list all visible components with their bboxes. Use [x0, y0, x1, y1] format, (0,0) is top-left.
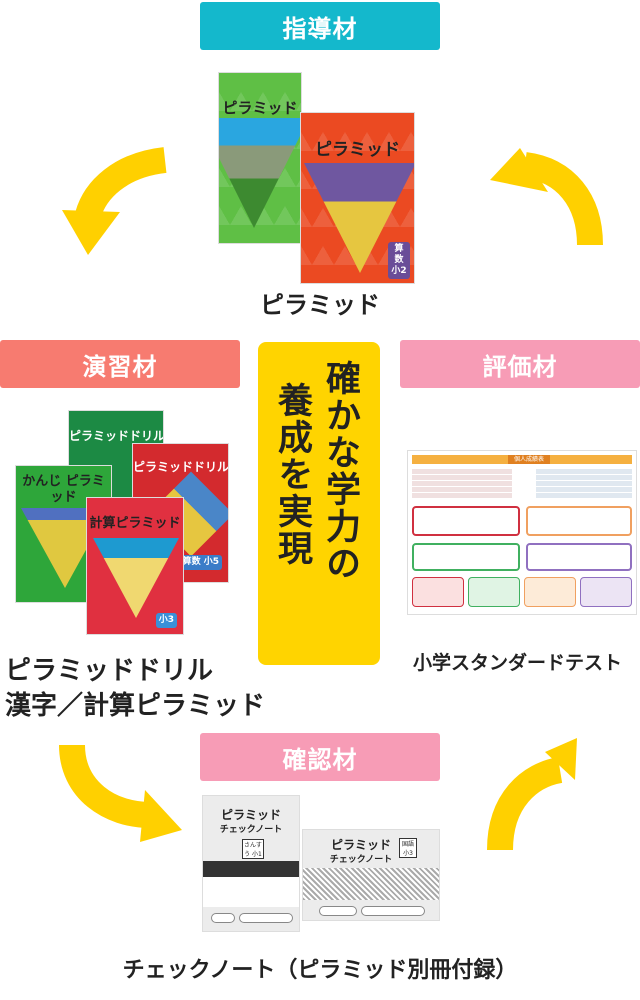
test-header: 個人成績表 — [508, 455, 550, 464]
cover-title: ピラミッドドリル — [133, 460, 229, 474]
keisan-pyramid-cover: 計算ピラミッド 小3 — [86, 497, 184, 635]
caption-check-note: チェックノート（ピラミッド別冊付録） — [122, 958, 518, 983]
label-instruction: 指導材 — [200, 2, 440, 50]
cover-subtitle: チェックノート — [219, 825, 283, 835]
cover-subtitle: チェックノート — [329, 855, 393, 865]
caption-pyramid: ピラミッド — [260, 291, 380, 319]
arrow-bottom-left-icon — [59, 744, 151, 828]
caption-drill-line1: ピラミッドドリル — [5, 656, 214, 686]
grade-badge: 国語 小3 — [399, 838, 417, 858]
cover-title: ピラミッド — [220, 808, 281, 822]
grade-badge: 小3 — [155, 613, 177, 628]
center-text-line1: 確かな学力の — [320, 360, 360, 582]
caption-drill-line2: 漢字／計算ピラミッド — [5, 691, 266, 721]
arrow-top-left-icon — [75, 147, 167, 220]
pyramid-green-cover: ピラミッド — [218, 72, 302, 244]
standard-test-sheet: 個人成績表 — [407, 450, 637, 615]
check-note-1-cover: ピラミッド チェックノート さんすう 小1 — [202, 795, 300, 932]
cover-title: ピラミッド — [315, 140, 400, 160]
label-exercise: 演習材 — [0, 340, 240, 388]
grade-badge: 算数 小5 — [179, 555, 222, 570]
label-confirmation: 確認材 — [200, 733, 440, 781]
grade-badge: さんすう 小1 — [242, 839, 264, 859]
center-text-line2: 養成を実現 — [272, 382, 312, 567]
label-evaluation: 評価材 — [400, 340, 640, 388]
caption-test: 小学スタンダードテスト — [412, 652, 622, 674]
cover-title: 計算ピラミッド — [89, 516, 181, 531]
cover-title: かんじ ピラミッド — [22, 474, 105, 505]
check-note-2-cover: ピラミッド チェックノート 国語 小3 — [302, 829, 440, 921]
cover-title: ピラミッド — [330, 838, 391, 852]
center-message-box: 確かな学力の 養成を実現 — [258, 342, 380, 665]
pyramid-red-cover: ピラミッド 算数 小2 — [300, 112, 415, 284]
cover-title: ピラミッド — [222, 99, 298, 117]
arrow-top-right-icon — [522, 152, 603, 246]
grade-badge: 算数 小2 — [388, 242, 410, 279]
arrow-bottom-right-icon — [487, 757, 563, 851]
cover-title: ピラミッドドリル — [69, 429, 164, 443]
